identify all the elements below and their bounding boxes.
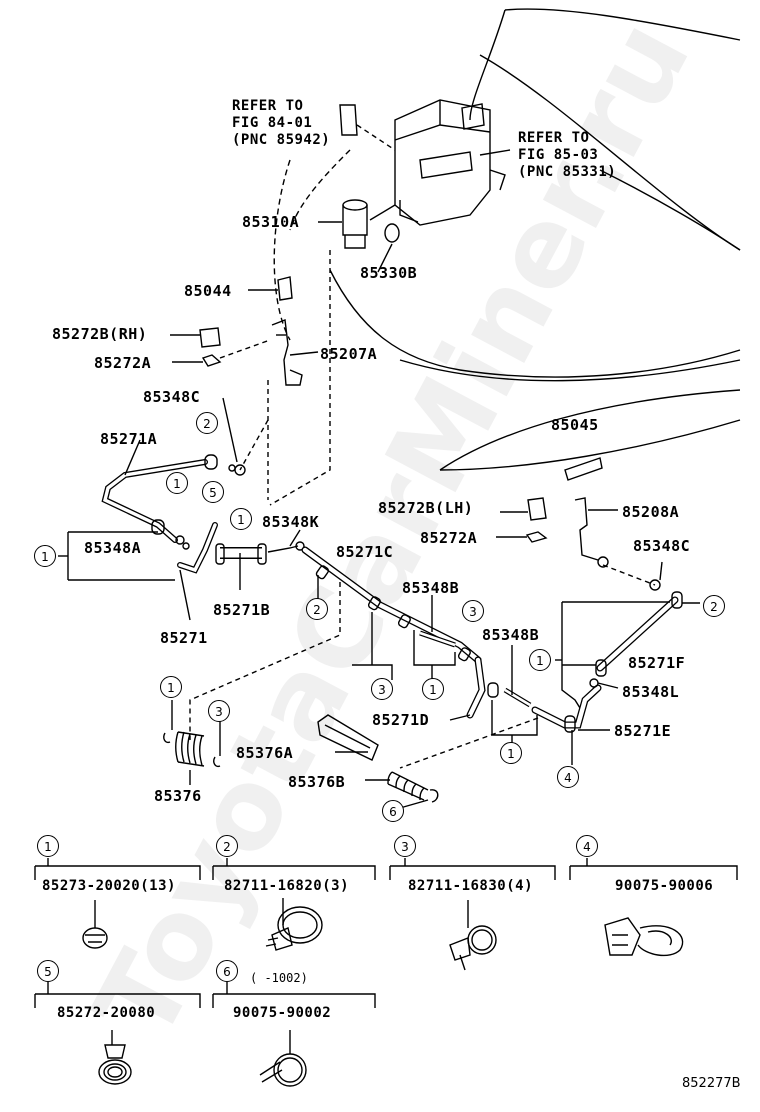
label-85271D: 85271D — [372, 711, 430, 729]
refer-box-left — [339, 104, 358, 136]
callout-5: 5 — [202, 481, 224, 503]
callout-3: 3 — [462, 600, 484, 622]
legend-callout-6: 6 — [216, 960, 238, 982]
label-85207A: 85207A — [320, 345, 378, 363]
hood-outline — [504, 8, 741, 41]
legend-part-1: 85273-20020(13) — [42, 878, 176, 894]
legend-callout-2: 2 — [216, 835, 238, 857]
legend-part-2: 82711-16820(3) — [224, 878, 350, 894]
legend-part-5: 85272-20080 — [57, 1005, 156, 1021]
callout-1: 1 — [166, 472, 188, 494]
label-85272B-LH: 85272B(LH) — [378, 499, 474, 517]
label-85272A-top: 85272A — [94, 354, 152, 372]
label-85271: 85271 — [160, 629, 208, 647]
callout-6: 6 — [382, 800, 404, 822]
clamp-90075-90006-drawing — [604, 917, 684, 957]
label-85271A: 85271A — [100, 430, 158, 448]
callout-2: 2 — [703, 595, 725, 617]
clamp-82711-16820-drawing — [265, 898, 323, 951]
callout-2: 2 — [196, 412, 218, 434]
legend-callout-5: 5 — [37, 960, 59, 982]
label-85272B-RH: 85272B(RH) — [52, 325, 148, 343]
callout-1: 1 — [500, 742, 522, 764]
legend-part-6: 90075-90002 — [233, 1005, 332, 1021]
legend-part-3: 82711-16830(4) — [408, 878, 534, 894]
label-85348B-b: 85348B — [482, 626, 540, 644]
callout-3: 3 — [208, 700, 230, 722]
bracket-85207A — [271, 319, 303, 386]
label-85045: 85045 — [551, 416, 599, 434]
callout-1: 1 — [422, 678, 444, 700]
label-85271F: 85271F — [628, 654, 686, 672]
callout-1: 1 — [230, 508, 252, 530]
label-85348C-mid: 85348C — [633, 537, 691, 555]
pump-85310A — [342, 199, 368, 249]
refer-note-left: REFER TO FIG 84-01 (PNC 85942) — [232, 98, 331, 148]
washer-tank — [394, 99, 506, 226]
clamp-82711-16830-drawing — [449, 900, 497, 971]
bracket-85208A — [574, 497, 609, 568]
callout-1: 1 — [34, 545, 56, 567]
label-85044: 85044 — [184, 282, 232, 300]
label-85376A: 85376A — [236, 744, 294, 762]
label-85271E: 85271E — [614, 722, 672, 740]
label-85271C: 85271C — [336, 543, 394, 561]
label-85310A: 85310A — [242, 213, 300, 231]
legend-part-4: 90075-90006 — [615, 878, 714, 894]
fog-lamp — [564, 457, 603, 481]
label-85348A: 85348A — [84, 539, 142, 557]
clip-85272-20080-drawing — [98, 1030, 132, 1085]
callout-4: 4 — [557, 766, 579, 788]
legend-callout-1: 1 — [37, 835, 59, 857]
grommet-85330B — [384, 223, 400, 243]
legend-callout-3: 3 — [394, 835, 416, 857]
bellows-85376 — [163, 731, 221, 768]
label-85348B-a: 85348B — [402, 579, 460, 597]
clamp-90075-90002-drawing — [259, 1030, 307, 1087]
callout-1: 1 — [160, 676, 182, 698]
legend-note-6: ( -1002) — [250, 971, 308, 985]
figure-code: 852277B — [682, 1076, 741, 1091]
cover-85376A — [317, 714, 379, 761]
callout-3: 3 — [371, 678, 393, 700]
label-85330B: 85330B — [360, 264, 418, 282]
fender-outline — [439, 389, 741, 471]
clip-85273-20020-drawing — [82, 900, 108, 949]
label-85272A-mid: 85272A — [420, 529, 478, 547]
label-85348L: 85348L — [622, 683, 680, 701]
legend-callout-4: 4 — [576, 835, 598, 857]
callout-2: 2 — [306, 598, 328, 620]
refer-note-right: REFER TO FIG 85-03 (PNC 85331) — [518, 130, 617, 180]
label-85376: 85376 — [154, 787, 202, 805]
part-85044 — [277, 276, 293, 301]
label-85271B: 85271B — [213, 601, 271, 619]
hose-85271A — [101, 459, 208, 543]
label-85348K: 85348K — [262, 513, 320, 531]
label-85376B: 85376B — [288, 773, 346, 791]
label-85208A: 85208A — [622, 503, 680, 521]
bellows-85376B — [387, 771, 439, 803]
label-85348C-top: 85348C — [143, 388, 201, 406]
callout-1: 1 — [529, 649, 551, 671]
